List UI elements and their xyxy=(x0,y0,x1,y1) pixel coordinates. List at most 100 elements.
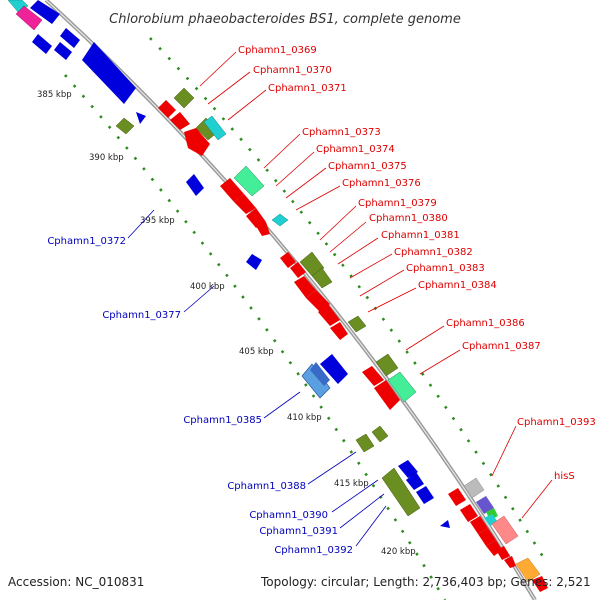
gene-arrow-blue[interactable] xyxy=(54,42,72,60)
gene-label[interactable]: Cphamn1_0393 xyxy=(517,417,596,428)
gene-label[interactable]: Cphamn1_0374 xyxy=(316,144,395,155)
gene-label[interactable]: Cphamn1_0369 xyxy=(238,45,317,56)
gene-arrow-red[interactable] xyxy=(306,290,330,312)
gene-label[interactable]: Cphamn1_0376 xyxy=(342,178,421,189)
gene-arrow-blue[interactable] xyxy=(406,472,424,490)
gene-arrow-red[interactable] xyxy=(374,380,400,410)
gene-label[interactable]: Cphamn1_0379 xyxy=(358,198,437,209)
gene-arrow-red[interactable] xyxy=(448,488,466,506)
gene-arrow-blue[interactable] xyxy=(30,0,60,24)
gene-arrow-red[interactable] xyxy=(362,366,384,386)
gene-arrow-cyan[interactable] xyxy=(203,115,227,141)
forward-gene-labels: Cphamn1_0369 Cphamn1_0370 Cphamn1_0371 C… xyxy=(238,45,596,482)
gene-label[interactable]: Cphamn1_0386 xyxy=(446,318,525,329)
gene-label[interactable]: Cphamn1_0387 xyxy=(462,341,541,352)
gene-arrow-red[interactable] xyxy=(318,304,340,326)
gene-label[interactable]: Cphamn1_0385 xyxy=(183,415,262,426)
gene-arrow-red[interactable] xyxy=(478,528,496,546)
gene-label[interactable]: Cphamn1_0373 xyxy=(302,127,381,138)
reverse-gene-labels: Cphamn1_0372 Cphamn1_0377 Cphamn1_0385 C… xyxy=(47,236,353,556)
gene-label[interactable]: Cphamn1_0392 xyxy=(274,545,353,556)
gene-arrow-olive[interactable] xyxy=(355,433,375,453)
gene-arrow-olive[interactable] xyxy=(311,267,333,289)
gene-arrow-red[interactable] xyxy=(294,276,316,298)
gene-arrow-blue[interactable] xyxy=(82,42,136,104)
gene-arrow-red[interactable] xyxy=(234,194,256,214)
genome-summary-text: Topology: circular; Length: 2,736,403 bp… xyxy=(260,575,591,589)
gene-arrow-red[interactable] xyxy=(532,576,548,592)
gene-arrow-red[interactable] xyxy=(220,178,244,202)
scale-label: 405 kbp xyxy=(239,347,274,357)
gene-label[interactable]: Cphamn1_0371 xyxy=(268,83,347,94)
scale-label: 395 kbp xyxy=(140,216,175,226)
gene-arrow-olive[interactable] xyxy=(115,117,135,135)
gene-arrow-blue[interactable] xyxy=(246,254,262,270)
gene-label[interactable]: Cphamn1_0381 xyxy=(381,230,460,241)
gene-arrow-red[interactable] xyxy=(246,208,266,228)
scale-ruler-inner xyxy=(64,74,447,600)
gene-arrow-pink[interactable] xyxy=(491,515,519,545)
scale-label: 400 kbp xyxy=(190,282,225,292)
gene-arrow-mint[interactable] xyxy=(233,165,265,197)
gene-label[interactable]: hisS xyxy=(554,471,575,482)
forward-strand-features xyxy=(158,87,548,592)
gene-arrow-blue[interactable] xyxy=(320,354,348,384)
gene-arrow-blue[interactable] xyxy=(440,520,450,528)
gene-arrow-red[interactable] xyxy=(496,546,510,560)
gene-arrow-blue[interactable] xyxy=(416,486,434,504)
gene-arrow-olive[interactable] xyxy=(173,87,195,109)
gene-label[interactable]: Cphamn1_0372 xyxy=(47,236,126,247)
gene-arrow-blue[interactable] xyxy=(136,112,146,124)
gene-arrow-red[interactable] xyxy=(184,128,210,156)
gene-arrow-blue[interactable] xyxy=(60,28,80,48)
gene-arrow-olive[interactable] xyxy=(381,467,421,517)
gene-label[interactable]: Cphamn1_0391 xyxy=(259,526,338,537)
scale-label: 415 kbp xyxy=(334,479,369,489)
gene-label[interactable]: Cphamn1_0384 xyxy=(418,280,497,291)
scale-label: 410 kbp xyxy=(287,413,322,423)
forward-leader-lines xyxy=(199,51,553,519)
scale-label: 385 kbp xyxy=(37,90,72,100)
gene-arrow-olive[interactable] xyxy=(347,315,367,333)
gene-arrow-red[interactable] xyxy=(460,504,478,522)
gene-label[interactable]: Cphamn1_0377 xyxy=(102,310,181,321)
genome-backbone-inner xyxy=(45,0,536,600)
gene-arrow-red[interactable] xyxy=(290,262,306,278)
reverse-leader-lines xyxy=(127,209,387,547)
gene-arrow-red[interactable] xyxy=(330,322,348,340)
gene-arrow-blue[interactable] xyxy=(186,174,204,196)
gene-arrow-red[interactable] xyxy=(504,556,516,568)
gene-arrow-red[interactable] xyxy=(470,516,488,534)
gene-arrow-purple[interactable] xyxy=(476,496,494,514)
gene-arrow-olive[interactable] xyxy=(375,353,399,377)
gene-arrow-blue[interactable] xyxy=(398,460,418,478)
gene-label[interactable]: Cphamn1_0383 xyxy=(406,263,485,274)
gene-arrow-blue[interactable] xyxy=(32,34,52,54)
gene-arrow-grey[interactable] xyxy=(463,477,485,499)
accession-text: Accession: NC_010831 xyxy=(8,575,144,589)
scale-labels: 385 kbp 390 kbp 395 kbp 400 kbp 405 kbp … xyxy=(37,90,416,557)
gene-arrow-olive[interactable] xyxy=(371,425,389,443)
map-title: Chlorobium phaeobacteroides BS1, complet… xyxy=(109,12,461,27)
gene-arrow-red[interactable] xyxy=(256,222,270,236)
gene-arrow-olive[interactable] xyxy=(299,251,325,277)
gene-arrow-red[interactable] xyxy=(158,100,176,118)
gene-label[interactable]: Cphamn1_0390 xyxy=(249,510,328,521)
gene-arrow-cyan[interactable] xyxy=(271,213,289,227)
gene-arrow-orange[interactable] xyxy=(515,557,541,583)
reverse-strand-features xyxy=(7,0,450,528)
gene-arrow-red[interactable] xyxy=(280,252,296,268)
gene-label[interactable]: Cphamn1_0382 xyxy=(394,247,473,258)
gene-label[interactable]: Cphamn1_0388 xyxy=(227,481,306,492)
gene-label[interactable]: Cphamn1_0380 xyxy=(369,213,448,224)
gene-arrow-mint[interactable] xyxy=(387,371,417,403)
gene-label[interactable]: Cphamn1_0370 xyxy=(253,65,332,76)
gene-arrow-lightblue[interactable] xyxy=(310,362,330,386)
scale-label: 390 kbp xyxy=(89,153,124,163)
gene-arrow-red[interactable] xyxy=(170,112,190,130)
gene-arrow-lightblue[interactable] xyxy=(301,363,331,399)
gene-label[interactable]: Cphamn1_0375 xyxy=(328,161,407,172)
gene-arrow-magenta[interactable] xyxy=(15,5,43,31)
scale-label: 420 kbp xyxy=(381,547,416,557)
